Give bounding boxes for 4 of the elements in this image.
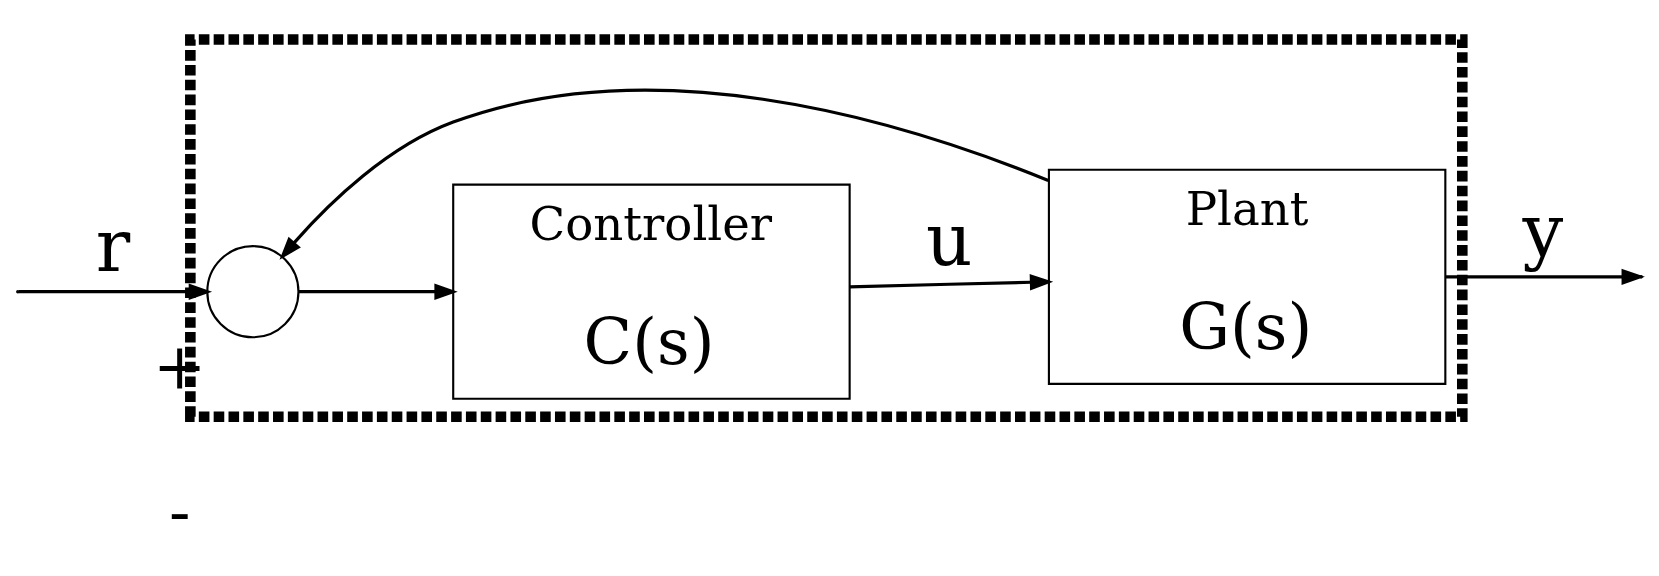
edge-label: r (95, 203, 131, 288)
edge-label: y (1522, 189, 1564, 274)
edge-label: u (926, 197, 973, 282)
node-label: - (169, 475, 191, 550)
